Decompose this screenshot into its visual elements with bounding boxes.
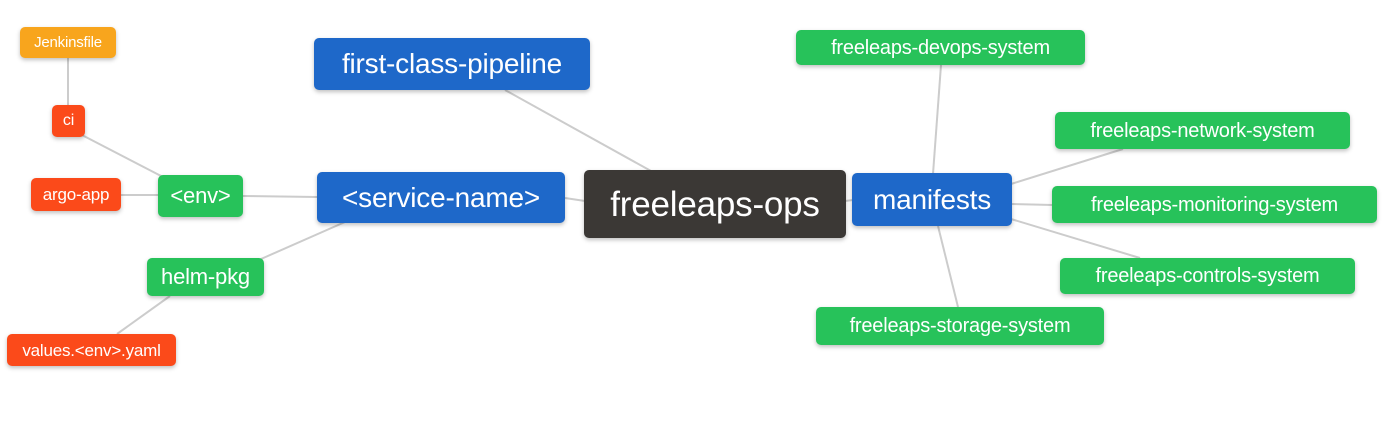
mindmap-node-argo-app[interactable]: argo-app [31, 178, 121, 211]
edge-freeleaps-ops-to-manifests [844, 199, 854, 202]
mindmap-node-env[interactable]: <env> [158, 175, 243, 217]
mindmap-node-manifests[interactable]: manifests [852, 173, 1012, 226]
edge-manifests-to-freeleaps-network-system [1010, 148, 1124, 185]
mindmap-node-service-name[interactable]: <service-name> [317, 172, 565, 223]
edge-first-class-pipeline-to-freeleaps-ops [504, 89, 652, 172]
mindmap-node-first-class-pipeline[interactable]: first-class-pipeline [314, 38, 590, 90]
edge-manifests-to-freeleaps-monitoring-system [1010, 203, 1054, 206]
mindmap-node-ci[interactable]: ci [52, 105, 85, 137]
edge-values-env-yaml-to-helm-pkg [116, 295, 171, 335]
edge-manifests-to-freeleaps-controls-system [1010, 218, 1141, 259]
edge-manifests-to-freeleaps-storage-system [937, 225, 959, 308]
mindmap-node-freeleaps-ops[interactable]: freeleaps-ops [584, 170, 846, 238]
mindmap-node-freeleaps-monitoring-system[interactable]: freeleaps-monitoring-system [1052, 186, 1377, 223]
mindmap-node-freeleaps-devops-system[interactable]: freeleaps-devops-system [796, 30, 1085, 65]
edge-ci-to-env [79, 133, 164, 178]
edge-helm-pkg-to-service-name [260, 221, 346, 260]
mindmap-node-freeleaps-controls-system[interactable]: freeleaps-controls-system [1060, 258, 1355, 294]
edge-service-name-to-freeleaps-ops [564, 197, 586, 202]
mindmap-node-freeleaps-network-system[interactable]: freeleaps-network-system [1055, 112, 1350, 149]
edge-env-to-service-name [242, 195, 318, 198]
mindmap-node-jenkinsfile[interactable]: Jenkinsfile [20, 27, 116, 58]
mindmap-node-freeleaps-storage-system[interactable]: freeleaps-storage-system [816, 307, 1104, 345]
edge-manifests-to-freeleaps-devops-system [932, 64, 942, 175]
mindmap-node-helm-pkg[interactable]: helm-pkg [147, 258, 264, 296]
mindmap-node-values-env-yaml[interactable]: values.<env>.yaml [7, 334, 176, 366]
